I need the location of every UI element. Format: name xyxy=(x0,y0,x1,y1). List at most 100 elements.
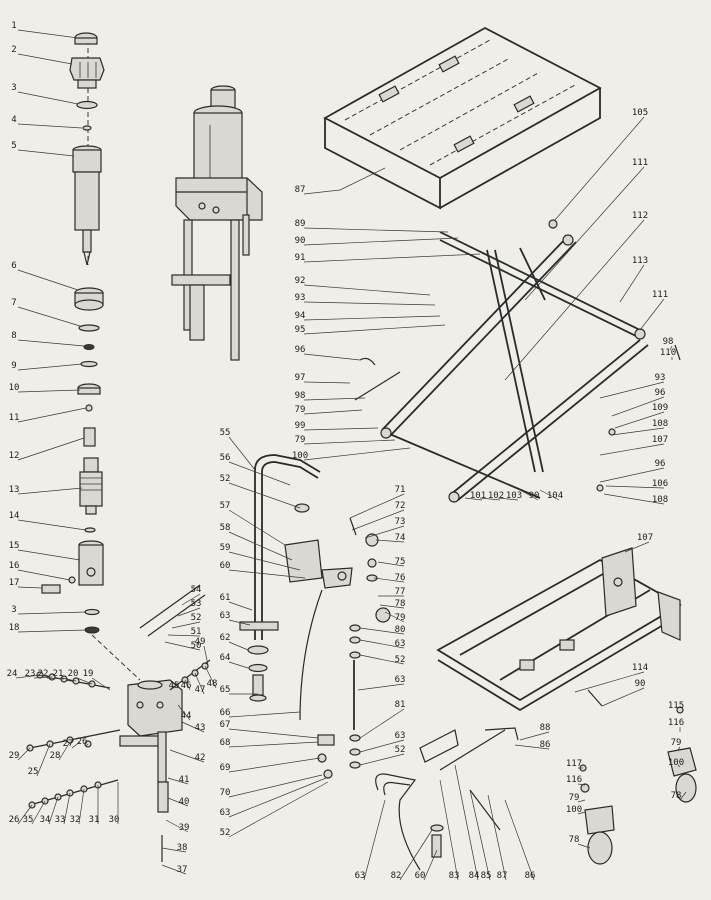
leader-line xyxy=(603,493,665,505)
part-number-label: 11 xyxy=(9,413,20,423)
leader-line xyxy=(194,672,205,695)
part-number-label: 97 xyxy=(295,373,306,383)
part-number-label: 22 xyxy=(38,669,49,679)
leader-line xyxy=(303,427,379,431)
leader-line xyxy=(519,489,539,501)
leader-line xyxy=(303,409,363,415)
leader-line xyxy=(181,721,205,733)
part-number-label: 24 xyxy=(7,669,18,679)
leader-line xyxy=(379,604,405,609)
pump-cylinder-stack xyxy=(41,32,141,681)
leader-line xyxy=(504,219,645,381)
leader-line xyxy=(359,627,405,635)
leader-line xyxy=(91,677,111,691)
part-number-label: 101 xyxy=(470,491,486,501)
part-number-label: 85 xyxy=(481,871,492,881)
part-number-label: 104 xyxy=(547,491,563,501)
part-number-label: 117 xyxy=(566,759,582,769)
part-number-label: 114 xyxy=(632,663,648,673)
leader-line xyxy=(228,711,301,718)
leader-line xyxy=(303,284,431,296)
leader-line xyxy=(171,621,201,629)
part-number-label: 108 xyxy=(652,495,668,505)
part-number-label: 109 xyxy=(652,403,668,413)
leader-line xyxy=(17,269,79,291)
part-number-label: 3 xyxy=(11,83,16,93)
part-number-label: 63 xyxy=(395,675,406,685)
part-number-label: 79 xyxy=(671,738,682,748)
part-number-label: 19 xyxy=(83,669,94,679)
leader-line xyxy=(349,493,405,519)
leader-line xyxy=(599,467,665,483)
leader-line xyxy=(303,237,459,246)
leader-line xyxy=(58,741,71,761)
leader-line xyxy=(204,665,217,689)
leader-line xyxy=(539,489,560,501)
leader-line xyxy=(677,764,681,768)
part-number-label: 47 xyxy=(195,685,206,695)
leader-line xyxy=(48,796,59,825)
part-number-label: 43 xyxy=(195,723,206,733)
part-number-label: 63 xyxy=(395,731,406,741)
part-number-label: 79 xyxy=(295,435,306,445)
leader-line xyxy=(351,509,405,531)
part-number-label: 63 xyxy=(395,639,406,649)
part-number-label: 93 xyxy=(295,293,306,303)
leader-line xyxy=(359,753,405,766)
part-number-label: 45 xyxy=(169,681,180,691)
part-number-label: 26 xyxy=(77,737,88,747)
part-number-label: 106 xyxy=(652,479,668,489)
leader-line xyxy=(359,708,405,739)
part-number-label: 6 xyxy=(11,261,16,271)
part-number-label: 46 xyxy=(181,681,192,691)
part-number-label: 32 xyxy=(70,815,81,825)
leader-line xyxy=(639,298,665,331)
leader-line xyxy=(677,746,681,751)
leader-line xyxy=(228,461,291,486)
part-number-label: 44 xyxy=(181,711,192,721)
part-number-label: 42 xyxy=(195,753,206,763)
part-number-label: 94 xyxy=(295,311,306,321)
part-number-label: 99 xyxy=(295,421,306,431)
part-number-label: 3 xyxy=(11,605,16,615)
part-number-label: 82 xyxy=(391,871,402,881)
table-top-platform xyxy=(323,26,602,210)
leader-line xyxy=(377,561,405,567)
part-number-label: 23 xyxy=(25,669,36,679)
leader-line xyxy=(17,437,85,461)
leader-line xyxy=(164,641,201,651)
leader-line xyxy=(384,611,405,623)
leader-line xyxy=(303,447,411,461)
part-number-label: 65 xyxy=(220,685,231,695)
leader-line xyxy=(17,123,83,129)
leader-line xyxy=(303,315,441,321)
leader-line xyxy=(61,677,77,682)
part-number-label: 81 xyxy=(395,700,406,710)
part-number-label: 52 xyxy=(220,828,231,838)
part-number-label: 31 xyxy=(89,815,100,825)
part-number-label: 9 xyxy=(11,361,16,371)
leader-line xyxy=(228,661,249,669)
part-number-label: 38 xyxy=(177,843,188,853)
handle-and-valve-assembly xyxy=(239,454,391,779)
leader-line xyxy=(228,619,251,626)
leader-line xyxy=(454,764,479,881)
leader-line xyxy=(373,577,405,583)
part-number-label: 75 xyxy=(395,557,406,567)
part-number-label: 8 xyxy=(11,331,16,341)
part-number-label: 1 xyxy=(11,21,16,31)
leader-line xyxy=(303,439,396,445)
part-number-label: 78 xyxy=(395,599,406,609)
leader-line xyxy=(228,641,249,651)
part-number-label: 96 xyxy=(655,388,666,398)
part-number-label: 89 xyxy=(295,219,306,229)
part-number-label: 61 xyxy=(220,593,231,603)
part-number-label: 79 xyxy=(395,613,406,623)
part-number-label: 54 xyxy=(191,585,202,595)
leader-line xyxy=(17,549,81,561)
leader-line xyxy=(17,586,43,589)
scissor-lift-frame xyxy=(354,219,681,503)
part-number-label: 29 xyxy=(9,751,20,761)
leader-line xyxy=(228,509,286,546)
part-number-label: 14 xyxy=(9,511,20,521)
